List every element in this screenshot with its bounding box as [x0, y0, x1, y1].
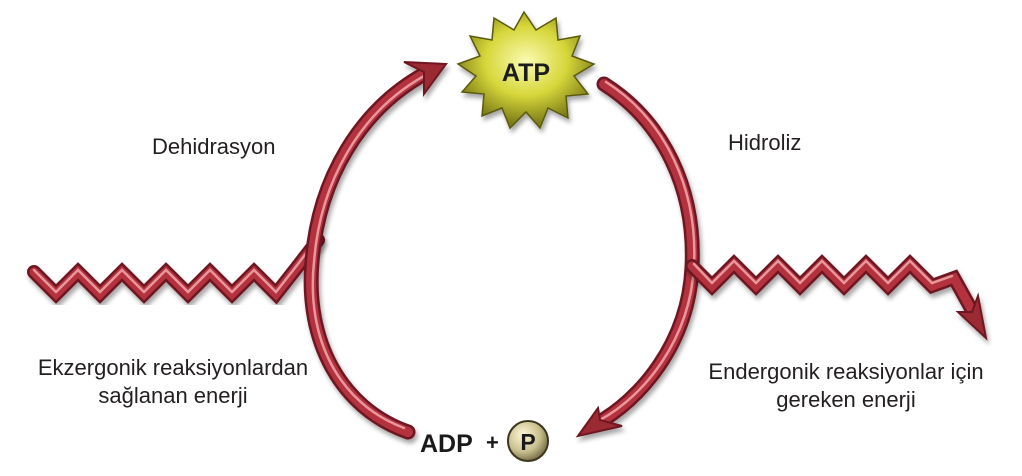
- exergonic-zigzag-arrow: [27, 233, 325, 305]
- endergonic-label-line-2: gereken enerji: [776, 387, 916, 412]
- adp-phosphate-group: ADP + P: [420, 420, 549, 462]
- exergonic-label-line-2: sağlanan enerji: [98, 383, 248, 408]
- exergonic-label-line-1: Ekzergonik reaksiyonlardan: [37, 355, 309, 380]
- endergonic-zigzag-arrow: [685, 254, 988, 341]
- dehydration-arc-arrow: [303, 61, 448, 440]
- phosphate-label: P: [520, 429, 535, 455]
- exergonic-energy-label: Ekzergonik reaksiyonlardan sağlanan ener…: [8, 354, 338, 410]
- atp-star: ATP: [456, 10, 596, 130]
- phosphate-ball: [507, 420, 549, 462]
- hydrolysis-label: Hidroliz: [728, 130, 802, 155]
- endergonic-energy-label: Endergonik reaksiyonlar için gereken ene…: [676, 358, 1016, 414]
- atp-label: ATP: [502, 59, 550, 87]
- endergonic-label-line-1: Endergonik reaksiyonlar için: [708, 359, 984, 384]
- plus-sign: +: [486, 430, 499, 455]
- dehydration-arrowhead: [403, 61, 448, 98]
- endergonic-arrowhead: [955, 292, 988, 341]
- hydrolysis-arrowhead: [575, 405, 623, 438]
- adp-label: ADP: [420, 430, 473, 458]
- dehydration-label: Dehidrasyon: [152, 134, 276, 159]
